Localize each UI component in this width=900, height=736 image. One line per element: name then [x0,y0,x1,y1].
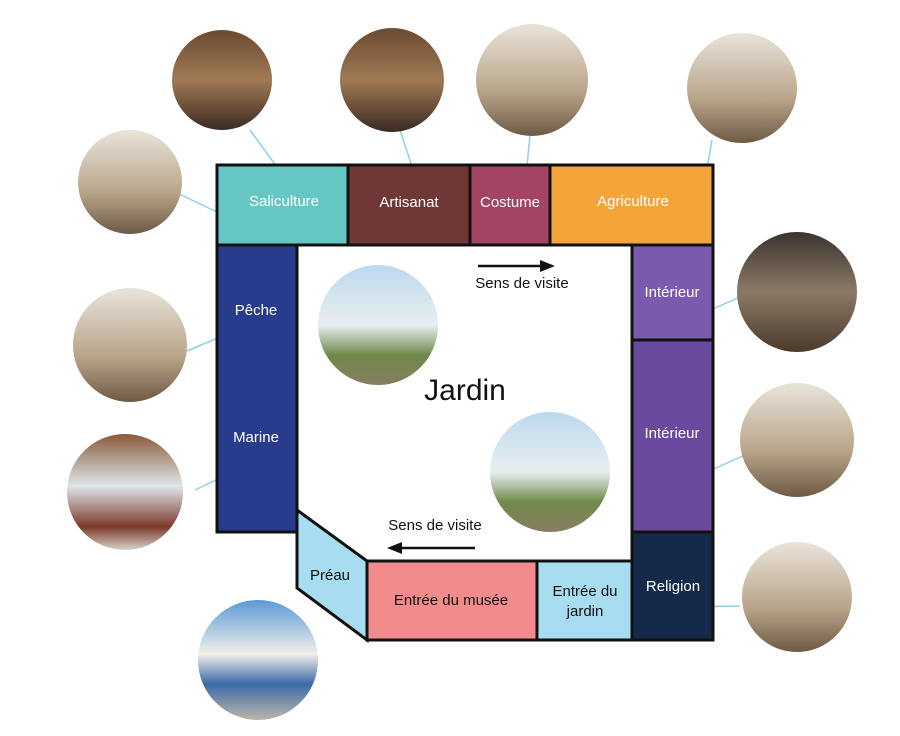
room-entree-jardin [535,559,634,642]
label-preau: Préau [310,567,350,584]
arrow-left-icon [387,542,402,554]
photo-peche [73,288,187,402]
room-costume [468,163,552,247]
photo-saliculture-gallery [172,30,272,130]
label-artisanat: Artisanat [379,194,439,211]
label-interieur-1: Intérieur [644,284,699,301]
photo-marine [67,434,183,550]
direction-label-bottom: Sens de visite [388,517,481,534]
room-religion [630,530,715,642]
room-artisanat [346,163,472,247]
direction-top: Sens de visite [475,260,569,292]
label-interieur-2: Intérieur [644,425,699,442]
photo-religion [742,542,852,652]
label-peche: Pêche [235,302,278,319]
label-saliculture: Saliculture [249,193,319,210]
label-agriculture: Agriculture [597,193,669,210]
room-interieur-2 [630,338,715,534]
photo-interieur-2 [740,383,854,497]
photo-garden-2 [490,412,610,532]
photo-interieur-1 [737,232,857,352]
photo-museum-exterior [198,600,318,720]
label-religion: Religion [646,578,700,595]
photo-saliculture-worker [78,130,182,234]
garden-label: Jardin [424,374,506,407]
photo-artisanat [340,28,444,132]
label-marine: Marine [233,429,279,446]
photo-garden-1 [318,265,438,385]
room-agriculture [548,163,715,247]
label-entree-jardin-line1: Entrée du [552,583,617,600]
photo-agriculture [687,33,797,143]
label-costume: Costume [480,194,540,211]
label-entree-musee: Entrée du musée [394,592,508,609]
room-peche-marine [215,243,299,534]
direction-label-top: Sens de visite [475,275,568,292]
room-interieur-1 [630,243,715,342]
photo-costume [476,24,588,136]
label-entree-jardin-line2: jardin [566,603,604,620]
arrow-right-icon [540,260,555,272]
direction-bottom: Sens de visite [387,517,482,554]
